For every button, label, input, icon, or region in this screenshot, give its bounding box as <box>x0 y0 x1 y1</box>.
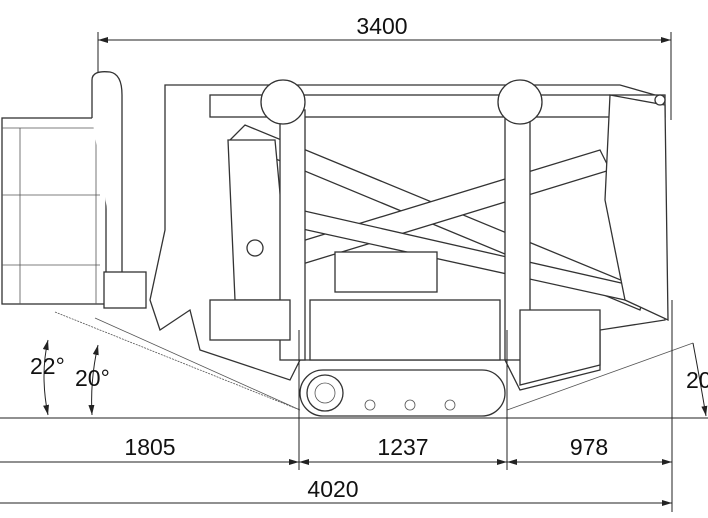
angle-20-front: 20° <box>75 365 110 391</box>
angle-22: 22° <box>30 353 65 379</box>
machine-body <box>149 79 669 391</box>
bottom-dimensions: 1805 1237 978 4020 <box>0 300 673 512</box>
dimension-3400: 3400 <box>356 13 407 39</box>
top-dimension: 3400 <box>97 13 672 120</box>
angle-20-rear: 20 <box>686 367 708 393</box>
dimension-978: 978 <box>570 434 608 460</box>
angle-lines: 22° 20° 20 <box>30 311 708 417</box>
dimension-4020: 4020 <box>307 476 358 502</box>
work-basket <box>1 71 147 309</box>
dimension-1805: 1805 <box>124 434 175 460</box>
dimension-1237: 1237 <box>377 434 428 460</box>
crawler-track <box>299 369 506 417</box>
